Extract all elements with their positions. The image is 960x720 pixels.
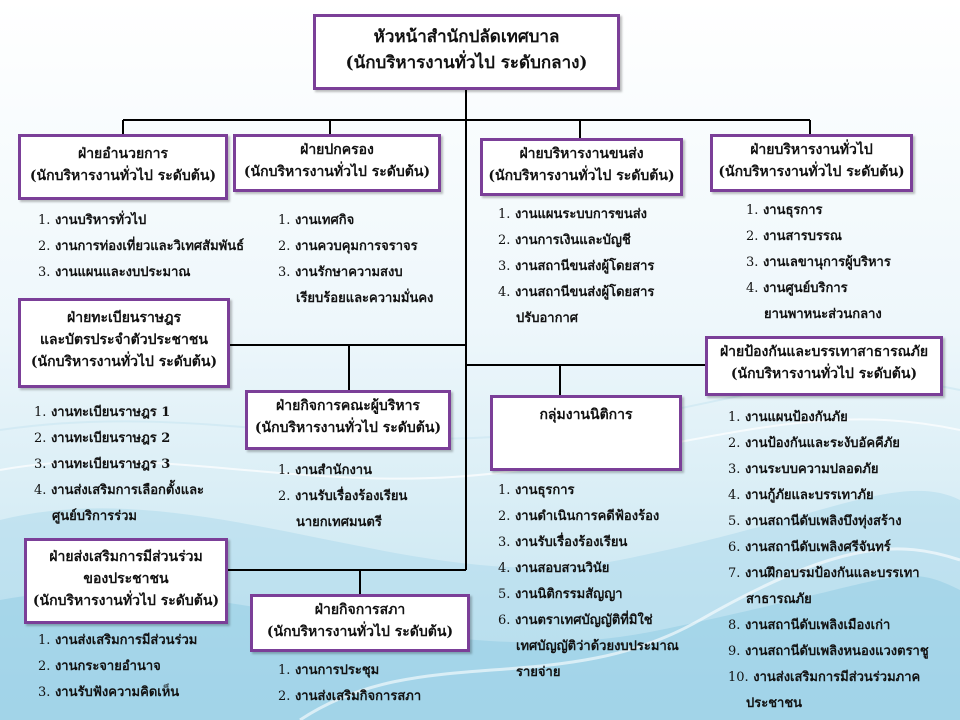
list-item: 1. งานสำนักงาน bbox=[278, 463, 372, 478]
list-item: 3. งานรับฟังความคิดเห็น bbox=[38, 685, 180, 700]
list-item: 2. งานกระจายอำนาจ bbox=[38, 659, 161, 674]
list-item: 1. งานส่งเสริมการมีส่วนร่วม bbox=[38, 633, 198, 648]
head-title: หัวหน้าสำนักปลัดเทศบาล bbox=[373, 27, 560, 47]
list-item: 8. งานสถานีดับเพลิงเมืองเก่า bbox=[728, 618, 891, 633]
governance-task-list: 1. งานเทศกิจ 2. งานควบคุมการจราจร 3. งาน… bbox=[278, 208, 433, 312]
list-item: 4. งานส่งเสริมการเลือกตั้งและ bbox=[34, 483, 205, 498]
list-item-continuation: ศูนย์บริการร่วม bbox=[52, 509, 137, 524]
division-name: ฝ่ายส่งเสริมการมีส่วนร่วม bbox=[49, 549, 203, 565]
list-item-continuation: ประชาชน bbox=[746, 696, 803, 711]
participation-division-box: ฝ่ายส่งเสริมการมีส่วนร่วม ของประชาชน (นั… bbox=[24, 538, 228, 624]
admin-general-task-list: 1. งานบริหารทั่วไป 2. งานการท่องเที่ยวแล… bbox=[38, 208, 244, 286]
division-level: (นักบริหารงานทั่วไป ระดับต้น) bbox=[30, 354, 218, 370]
council-affairs-division-box: ฝ่ายกิจการสภา (นักบริหารงานทั่วไป ระดับต… bbox=[250, 594, 470, 652]
list-item: 10. งานส่งเสริมการมีส่วนร่วมภาค bbox=[728, 670, 921, 685]
division-name: ฝ่ายกิจการคณะผู้บริหาร bbox=[276, 398, 420, 414]
list-item-continuation: ยานพาหนะส่วนกลาง bbox=[764, 307, 882, 322]
list-item: 3. งานแผนและงบประมาณ bbox=[38, 265, 191, 280]
general-admin-task-list: 1. งานธุรการ 2. งานสารบรรณ 3. งานเลขานุก… bbox=[746, 198, 891, 328]
list-item: 2. งานการท่องเที่ยวและวิเทศสัมพันธ์ bbox=[38, 239, 245, 254]
list-item: 4. งานสถานีขนส่งผู้โดยสาร bbox=[498, 285, 655, 300]
list-item: 2. งานส่งเสริมกิจการสภา bbox=[278, 689, 422, 704]
list-item: 3. งานทะเบียนราษฎร 3 bbox=[34, 457, 171, 472]
disaster-prevention-division-box: ฝ่ายป้องกันและบรรเทาสาธารณภัย (นักบริหาร… bbox=[705, 336, 943, 396]
list-item: 6. งานตราเทศบัญญัติที่มิใช่ bbox=[498, 613, 653, 628]
division-level: (นักบริหารงานทั่วไป ระดับต้น) bbox=[718, 164, 905, 180]
list-item: 6. งานสถานีดับเพลิงศรีจันทร์ bbox=[728, 540, 891, 555]
list-item-continuation: ปรับอากาศ bbox=[516, 311, 579, 326]
disaster-prevention-task-list: 1. งานแผนป้องกันภัย 2. งานป้องกันและระงั… bbox=[728, 405, 929, 717]
list-item: 3. งานระบบความปลอดภัย bbox=[728, 462, 879, 477]
list-item: 1. งานแผนป้องกันภัย bbox=[728, 410, 848, 425]
transport-task-list: 1. งานแผนระบบการขนส่ง 2. งานการเงินและบั… bbox=[498, 202, 654, 332]
list-item: 1. งานการประชุม bbox=[278, 663, 380, 678]
list-item: 1. งานทะเบียนราษฎร 1 bbox=[34, 405, 171, 420]
list-item: 5. งานสถานีดับเพลิงบึงทุ่งสร้าง bbox=[728, 514, 902, 529]
list-item: 2. งานทะเบียนราษฎร 2 bbox=[34, 431, 171, 446]
legal-task-list: 1. งานธุรการ 2. งานดำเนินการคดีฟ้องร้อง … bbox=[498, 478, 679, 686]
list-item: 3. งานรับเรื่องร้องเรียน bbox=[498, 535, 628, 550]
division-name: กลุ่มงานนิติการ bbox=[539, 407, 633, 423]
division-name-cont: และบัตรประจำตัวประชาชน bbox=[40, 332, 208, 348]
list-item: 1. งานแผนระบบการขนส่ง bbox=[498, 207, 648, 222]
admin-general-division-box: ฝ่ายอำนวยการ (นักบริหารงานทั่วไป ระดับต้… bbox=[18, 134, 228, 200]
registration-division-box: ฝ่ายทะเบียนราษฎร และบัตรประจำตัวประชาชน … bbox=[18, 298, 230, 388]
division-name-cont: ของประชาชน bbox=[83, 571, 169, 587]
list-item-continuation: นายกเทศมนตรี bbox=[296, 515, 382, 530]
list-item-continuation: เรียบร้อยและความมั่นคง bbox=[296, 291, 434, 306]
participation-task-list: 1. งานส่งเสริมการมีส่วนร่วม 2. งานกระจาย… bbox=[38, 628, 197, 706]
division-name: ฝ่ายป้องกันและบรรเทาสาธารณภัย bbox=[719, 344, 929, 360]
division-level: (นักบริหารงานทั่วไป ระดับต้น) bbox=[266, 624, 454, 640]
head-of-office-box: หัวหน้าสำนักปลัดเทศบาล (นักบริหารงานทั่ว… bbox=[313, 14, 620, 90]
division-level: (นักบริหารงานทั่วไป ระดับต้น) bbox=[254, 420, 442, 436]
division-name: ฝ่ายทะเบียนราษฎร bbox=[67, 310, 181, 326]
list-item: 1. งานเทศกิจ bbox=[278, 213, 355, 228]
division-name: ฝ่ายอำนวยการ bbox=[77, 146, 169, 162]
list-item: 7. งานฝึกอบรมป้องกันและบรรเทา bbox=[728, 566, 920, 581]
list-item: 4. งานกู้ภัยและบรรเทาภัย bbox=[728, 488, 874, 503]
division-level: (นักบริหารงานทั่วไป ระดับต้น) bbox=[29, 168, 217, 184]
list-item: 1. งานธุรการ bbox=[746, 203, 823, 218]
list-item: 3. งานเลขานุการผู้บริหาร bbox=[746, 255, 891, 270]
division-level: (นักบริหารงานทั่วไป ระดับต้น) bbox=[243, 164, 431, 180]
executive-affairs-division-box: ฝ่ายกิจการคณะผู้บริหาร (นักบริหารงานทั่ว… bbox=[245, 390, 451, 450]
list-item: 2. งานดำเนินการคดีฟ้องร้อง bbox=[498, 509, 660, 524]
list-item: 2. งานป้องกันและระงับอัคคีภัย bbox=[728, 436, 900, 451]
list-item: 2. งานรับเรื่องร้องเรียน bbox=[278, 489, 408, 504]
list-item: 9. งานสถานีดับเพลิงหนองแวงตราชู bbox=[728, 644, 929, 659]
list-item: 2. งานควบคุมการจราจร bbox=[278, 239, 418, 254]
executive-affairs-task-list: 1. งานสำนักงาน 2. งานรับเรื่องร้องเรียน … bbox=[278, 458, 407, 536]
governance-division-box: ฝ่ายปกครอง (นักบริหารงานทั่วไป ระดับต้น) bbox=[233, 134, 441, 192]
division-level: (นักบริหารงานทั่วไป ระดับต้น) bbox=[32, 593, 220, 609]
list-item: 4. งานสอบสวนวินัย bbox=[498, 561, 610, 576]
registration-task-list: 1. งานทะเบียนราษฎร 1 2. งานทะเบียนราษฎร … bbox=[34, 400, 204, 530]
council-task-list: 1. งานการประชุม 2. งานส่งเสริมกิจการสภา bbox=[278, 658, 421, 710]
head-level: (นักบริหารงานทั่วไป ระดับกลาง) bbox=[345, 53, 588, 73]
list-item: 3. งานรักษาความสงบ bbox=[278, 265, 403, 280]
list-item: 3. งานสถานีขนส่งผู้โดยสาร bbox=[498, 259, 655, 274]
division-level: (นักบริหารงานทั่วไป ระดับต้น) bbox=[488, 168, 675, 184]
general-admin-division-box: ฝ่ายบริหารงานทั่วไป (นักบริหารงานทั่วไป … bbox=[710, 134, 913, 192]
division-name: ฝ่ายกิจการสภา bbox=[314, 602, 406, 618]
legal-group-box: กลุ่มงานนิติการ bbox=[490, 395, 682, 471]
list-item: 4. งานศูนย์บริการ bbox=[746, 281, 848, 296]
list-item: 2. งานสารบรรณ bbox=[746, 229, 842, 244]
list-item: 5. งานนิติกรรมสัญญา bbox=[498, 587, 623, 602]
list-item-continuation: สาธารณภัย bbox=[746, 592, 812, 607]
list-item-continuation: รายจ่าย bbox=[516, 665, 561, 680]
division-name: ฝ่ายปกครอง bbox=[300, 142, 374, 158]
list-item: 1. งานธุรการ bbox=[498, 483, 575, 498]
list-item-continuation: เทศบัญญัติว่าด้วยงบประมาณ bbox=[516, 639, 679, 654]
division-level: (นักบริหารงานทั่วไป ระดับต้น) bbox=[730, 366, 918, 382]
division-name: ฝ่ายบริหารงานทั่วไป bbox=[750, 142, 873, 158]
division-name: ฝ่ายบริหารงานขนส่ง bbox=[519, 146, 644, 162]
list-item: 1. งานบริหารทั่วไป bbox=[38, 213, 147, 228]
transport-division-box: ฝ่ายบริหารงานขนส่ง (นักบริหารงานทั่วไป ร… bbox=[480, 138, 683, 196]
list-item: 2. งานการเงินและบัญชี bbox=[498, 233, 631, 248]
